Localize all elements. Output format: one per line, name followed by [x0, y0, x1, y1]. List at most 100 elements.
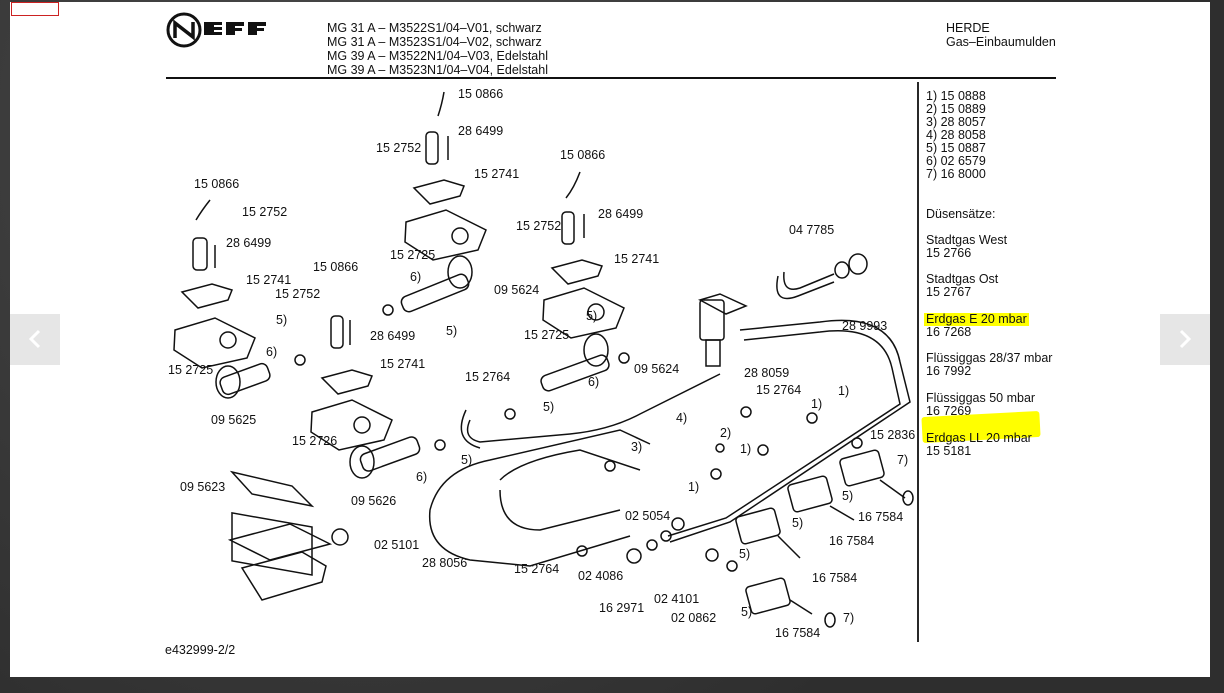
diagram-label: 15 2741 — [474, 167, 519, 181]
diagram-label: 09 5623 — [180, 480, 225, 494]
diagram-label: 28 8056 — [422, 556, 467, 570]
parts-sheet — [10, 2, 1210, 677]
diagram-label: 28 6499 — [598, 207, 643, 221]
diagram-label: 09 5624 — [634, 362, 679, 376]
diagram-label: 15 2752 — [376, 141, 421, 155]
diagram-label: 02 5054 — [625, 509, 670, 523]
model-line-3: MG 39 A – M3522N1/04–V03, Edelstahl — [327, 49, 548, 63]
diagram-label: 6) — [410, 270, 421, 284]
diagram-label: 16 2971 — [599, 601, 644, 615]
diagram-label: 5) — [739, 547, 750, 561]
diagram-label: 5) — [543, 400, 554, 414]
diagram-label: 4) — [676, 411, 687, 425]
diagram-label: 15 2764 — [465, 370, 510, 384]
legend-part-7: 7) 16 8000 — [926, 167, 986, 181]
diagram-label: 15 0866 — [194, 177, 239, 191]
nozzle-name-2: Stadtgas Ost — [926, 272, 999, 286]
diagram-label: 15 2752 — [516, 219, 561, 233]
diagram-label: 09 5624 — [494, 283, 539, 297]
burner-stack-top — [400, 91, 487, 313]
diagram-label: 15 2752 — [242, 205, 287, 219]
legend-part-5: 5) 15 0887 — [926, 141, 986, 155]
diagram-label: 15 0866 — [458, 87, 503, 101]
chevron-right-icon — [1179, 329, 1192, 349]
diagram-label: 09 5625 — [211, 413, 256, 427]
diagram-label: 28 6499 — [226, 236, 271, 250]
diagram-label: 16 7584 — [829, 534, 874, 548]
selection-marker — [11, 2, 59, 16]
diagram-label: 15 2725 — [524, 328, 569, 342]
legend-part-2: 2) 15 0889 — [926, 102, 986, 116]
diagram-label: 15 2764 — [756, 383, 801, 397]
diagram-label: 04 7785 — [789, 223, 834, 237]
diagram-label: 5) — [461, 453, 472, 467]
diagram-label: 3) — [631, 440, 642, 454]
diagram-label: 15 2764 — [514, 562, 559, 576]
nozzle-code-4: 16 7992 — [926, 364, 972, 378]
diagram-label: 15 2726 — [292, 434, 337, 448]
diagram-label: 5) — [792, 516, 803, 530]
diagram-label: 15 2752 — [275, 287, 320, 301]
nozzle-name-6: Erdgas LL 20 mbar — [926, 431, 1032, 445]
next-button[interactable] — [1160, 314, 1210, 365]
diagram-label: 02 4101 — [654, 592, 699, 606]
diagram-label: 02 0862 — [671, 611, 716, 625]
legend-part-4: 4) 28 8058 — [926, 128, 986, 142]
model-line-4: MG 39 A – M3523N1/04–V04, Edelstahl — [327, 63, 548, 77]
nozzle-name-4: Flüssiggas 28/37 mbar — [926, 351, 1053, 365]
ignition-module — [227, 470, 349, 601]
diagram-label: 5) — [276, 313, 287, 327]
diagram-label: 15 2725 — [390, 248, 435, 262]
diagram-label: 1) — [688, 480, 699, 494]
diagram-label: 28 6499 — [370, 329, 415, 343]
legend-part-1: 1) 15 0888 — [926, 89, 986, 103]
diagram-label: 7) — [897, 453, 908, 467]
subcategory-title: Gas–Einbaumulden — [946, 35, 1056, 49]
nozzle-name-3: Erdgas E 20 mbar — [924, 312, 1029, 326]
diagram-label: 16 7584 — [812, 571, 857, 585]
nozzle-name-5: Flüssiggas 50 mbar — [926, 391, 1036, 405]
legend-part-3: 3) 28 8057 — [926, 115, 986, 129]
diagram-label: 15 2741 — [246, 273, 291, 287]
diagram-label: 28 9993 — [842, 319, 887, 333]
model-line-2: MG 31 A – M3523S1/04–V02, schwarz — [327, 35, 542, 49]
diagram-label: 02 5101 — [374, 538, 419, 552]
burner-stack-mid-left — [310, 315, 421, 479]
gas-taps — [735, 449, 914, 628]
diagram-label: 15 0866 — [313, 260, 358, 274]
category-title: HERDE — [946, 21, 990, 35]
diagram-label: 28 8059 — [744, 366, 789, 380]
gas-pipe-frame — [428, 293, 911, 567]
chevron-left-icon — [28, 329, 41, 349]
model-line-1: MG 31 A – M3522S1/04–V01, schwarz — [327, 21, 542, 35]
fittings — [294, 304, 863, 572]
nozzle-code-2: 15 2767 — [926, 285, 972, 299]
diagram-label: 5) — [446, 324, 457, 338]
diagram-label: 15 2741 — [380, 357, 425, 371]
diagram-label: 15 2725 — [168, 363, 213, 377]
diagram-label: 5) — [586, 309, 597, 323]
neff-logo — [166, 12, 278, 53]
previous-button[interactable] — [10, 314, 60, 365]
diagram-label: 15 0866 — [560, 148, 605, 162]
nozzle-name-1: Stadtgas West — [926, 233, 1008, 247]
legend-part-6: 6) 02 6579 — [926, 154, 986, 168]
diagram-label: 7) — [843, 611, 854, 625]
diagram-label: 6) — [266, 345, 277, 359]
diagram-label: 1) — [740, 442, 751, 456]
diagram-label: 09 5626 — [351, 494, 396, 508]
nozzle-heading: Düsensätze: — [926, 207, 996, 221]
diagram-label: 5) — [842, 489, 853, 503]
diagram-label: 16 7584 — [858, 510, 903, 524]
diagram-label: 6) — [588, 375, 599, 389]
bent-supply-pipe — [776, 253, 868, 300]
diagram-label: 15 2836 — [870, 428, 915, 442]
diagram-label: 15 2741 — [614, 252, 659, 266]
diagram-label: 02 4086 — [578, 569, 623, 583]
diagram-label: 2) — [720, 426, 731, 440]
diagram-label: 28 6499 — [458, 124, 503, 138]
diagram-label: 1) — [838, 384, 849, 398]
diagram-label: 16 7584 — [775, 626, 820, 640]
diagram-label: 5) — [741, 605, 752, 619]
